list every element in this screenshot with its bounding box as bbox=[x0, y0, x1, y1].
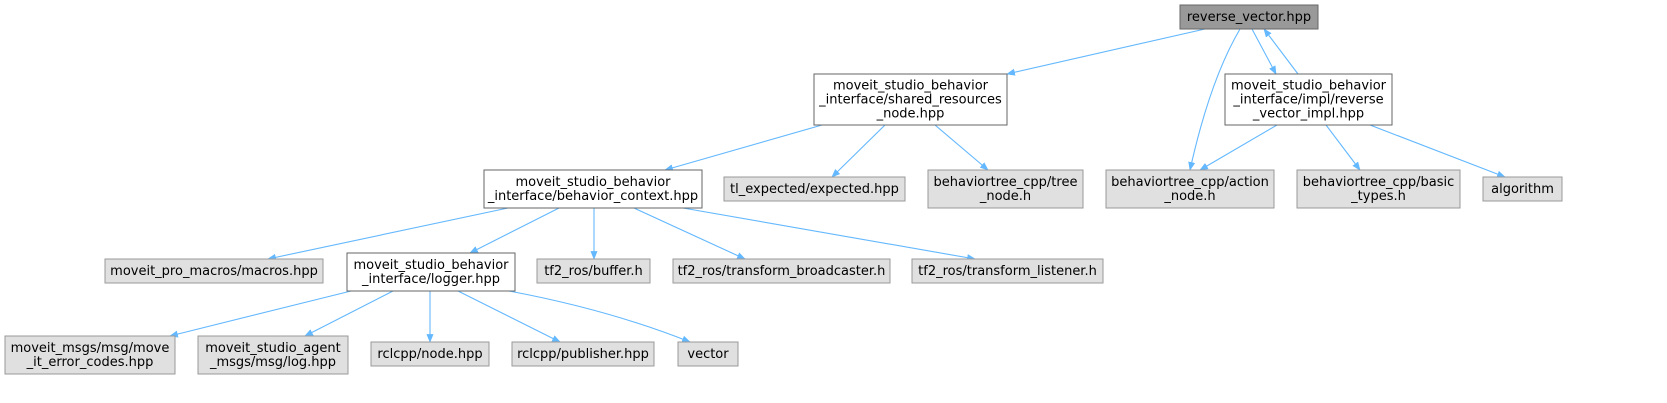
node-transform-broadcaster: tf2_ros/transform_broadcaster.h bbox=[672, 258, 891, 284]
edge-logger-to-move_it_error_codes bbox=[169, 290, 352, 338]
node-box bbox=[927, 169, 1084, 209]
node-buffer: tf2_ros/buffer.h bbox=[536, 258, 651, 284]
node-algorithm: algorithm bbox=[1482, 176, 1563, 202]
edge-logger-to-log bbox=[304, 290, 394, 337]
node-box bbox=[1224, 73, 1393, 126]
node-label-line: rclcpp/publisher.hpp bbox=[517, 347, 649, 362]
node-label-line: algorithm bbox=[1491, 182, 1554, 197]
node-box bbox=[813, 73, 1008, 126]
node-label-line: _vector_impl.hpp bbox=[1252, 107, 1364, 122]
node-label-line: tf2_ros/buffer.h bbox=[544, 264, 643, 279]
node-label-line: behaviortree_cpp/action bbox=[1111, 175, 1269, 190]
node-label-line: behaviortree_cpp/tree bbox=[934, 175, 1078, 190]
node-label-line: tl_expected/expected.hpp bbox=[730, 182, 899, 197]
edge-logger-to-vector bbox=[508, 290, 691, 343]
node-box bbox=[536, 258, 651, 284]
edge-reverse_vector-to-shared_resources bbox=[1006, 28, 1206, 76]
node-move-it-error-codes: moveit_msgs/msg/move_it_error_codes.hpp bbox=[4, 335, 176, 375]
node-label-line: _types.h bbox=[1350, 189, 1406, 204]
node-label-line: moveit_studio_behavior bbox=[1231, 79, 1387, 94]
edge-reverse_vector_impl-to-reverse_vector bbox=[1263, 28, 1299, 75]
node-label-line: moveit_studio_behavior bbox=[515, 175, 671, 190]
node-label-line: tf2_ros/transform_broadcaster.h bbox=[678, 264, 886, 279]
edge-reverse_vector-to-action_node bbox=[1188, 28, 1241, 171]
edge-reverse_vector_impl-to-algorithm bbox=[1369, 124, 1506, 178]
node-label-line: moveit_msgs/msg/move bbox=[11, 341, 170, 356]
node-label-line: moveit_pro_macros/macros.hpp bbox=[110, 264, 318, 279]
edge-shared_resources-to-tree_node bbox=[934, 124, 989, 171]
node-label-line: rclcpp/node.hpp bbox=[377, 347, 482, 362]
node-reverse-vector-impl[interactable]: moveit_studio_behavior_interface/impl/re… bbox=[1224, 73, 1393, 126]
node-box bbox=[483, 169, 703, 209]
node-label-line: _interface/behavior_context.hpp bbox=[487, 189, 698, 204]
node-basic-types: behaviortree_cpp/basic_types.h bbox=[1296, 169, 1461, 209]
node-box bbox=[511, 341, 655, 367]
node-tree-node: behaviortree_cpp/tree_node.h bbox=[927, 169, 1084, 209]
edges-layer bbox=[169, 28, 1506, 343]
node-publisher: rclcpp/publisher.hpp bbox=[511, 341, 655, 367]
edge-shared_resources-to-behavior_context bbox=[664, 124, 823, 172]
edge-behavior_context-to-transform_listener bbox=[682, 207, 976, 262]
node-box bbox=[4, 335, 176, 375]
edge-shared_resources-to-tl_expected bbox=[831, 124, 886, 178]
node-box bbox=[911, 258, 1104, 284]
node-label-line: reverse_vector.hpp bbox=[1187, 10, 1311, 25]
node-box bbox=[197, 335, 349, 375]
node-logger[interactable]: moveit_studio_behavior_interface/logger.… bbox=[346, 252, 516, 292]
node-label-line: _node.h bbox=[1163, 189, 1215, 204]
node-label-line: _interface/impl/reverse bbox=[1232, 93, 1383, 108]
node-box bbox=[1482, 176, 1563, 202]
node-label-line: tf2_ros/transform_listener.h bbox=[918, 264, 1097, 279]
edge-reverse_vector_impl-to-basic_types bbox=[1325, 124, 1361, 171]
edge-behavior_context-to-transform_broadcaster bbox=[633, 207, 746, 260]
node-transform-listener: tf2_ros/transform_listener.h bbox=[911, 258, 1104, 284]
node-box bbox=[1105, 169, 1275, 209]
node-behavior-context[interactable]: moveit_studio_behavior_interface/behavio… bbox=[483, 169, 703, 209]
node-box bbox=[723, 176, 906, 202]
edge-reverse_vector-to-reverse_vector_impl bbox=[1251, 28, 1277, 75]
node-box bbox=[104, 258, 324, 284]
node-label-line: moveit_studio_behavior bbox=[353, 258, 509, 273]
node-tl-expected: tl_expected/expected.hpp bbox=[723, 176, 906, 202]
node-label-line: vector bbox=[687, 347, 729, 362]
node-label-line: moveit_studio_behavior bbox=[833, 79, 989, 94]
node-box bbox=[677, 341, 739, 367]
node-label-line: _node.h bbox=[979, 189, 1031, 204]
node-vector: vector bbox=[677, 341, 739, 367]
node-reverse-vector[interactable]: reverse_vector.hpp bbox=[1179, 4, 1319, 30]
node-box bbox=[370, 341, 490, 367]
node-label-line: _interface/shared_resources bbox=[818, 93, 1002, 108]
node-action-node: behaviortree_cpp/action_node.h bbox=[1105, 169, 1275, 209]
node-label-line: _msgs/msg/log.hpp bbox=[209, 355, 336, 370]
node-box bbox=[346, 252, 516, 292]
edge-behavior_context-to-macros bbox=[267, 207, 509, 261]
node-label-line: _it_error_codes.hpp bbox=[26, 355, 154, 370]
node-label-line: moveit_studio_agent bbox=[205, 341, 341, 356]
node-label-line: _node.hpp bbox=[876, 107, 945, 122]
node-macros: moveit_pro_macros/macros.hpp bbox=[104, 258, 324, 284]
edge-behavior_context-to-logger bbox=[469, 207, 560, 254]
node-shared-resources[interactable]: moveit_studio_behavior_interface/shared_… bbox=[813, 73, 1008, 126]
node-box bbox=[1296, 169, 1461, 209]
node-log: moveit_studio_agent_msgs/msg/log.hpp bbox=[197, 335, 349, 375]
node-label-line: _interface/logger.hpp bbox=[361, 272, 500, 287]
node-box bbox=[672, 258, 891, 284]
edge-logger-to-publisher bbox=[457, 290, 561, 343]
nodes-layer: reverse_vector.hpp moveit_studio_behavior… bbox=[4, 4, 1563, 375]
edge-reverse_vector_impl-to-action_node bbox=[1199, 124, 1278, 171]
node-label-line: behaviortree_cpp/basic bbox=[1303, 175, 1455, 190]
node-node-hpp: rclcpp/node.hpp bbox=[370, 341, 490, 367]
node-box bbox=[1179, 4, 1319, 30]
